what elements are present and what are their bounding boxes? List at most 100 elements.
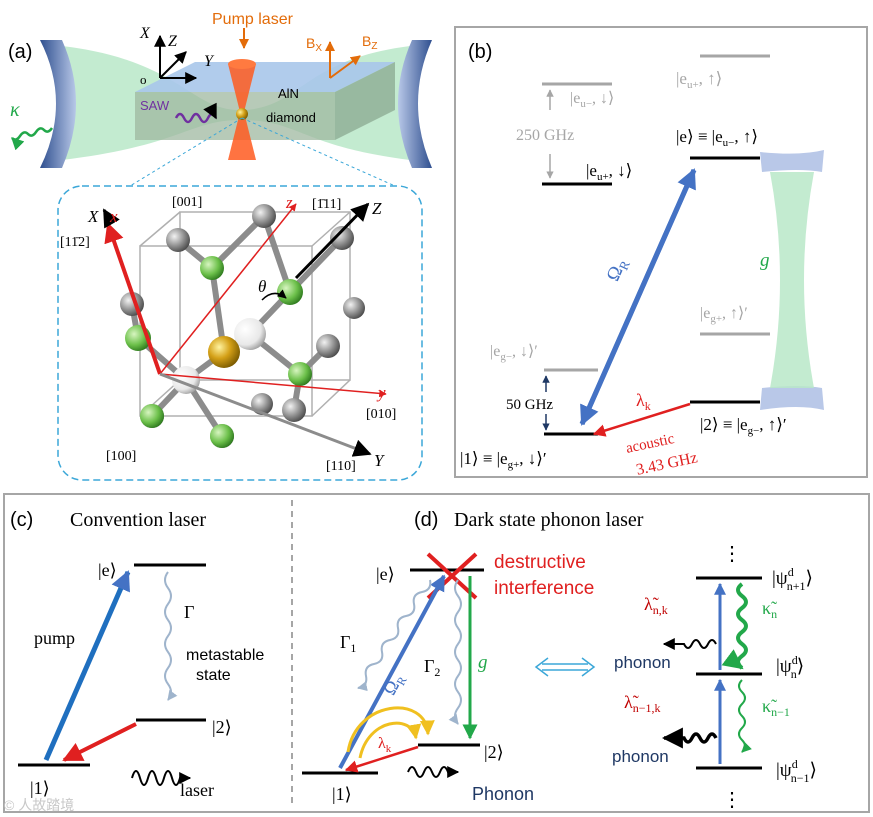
axis-x-label: X bbox=[139, 25, 151, 42]
diamond-slab-side bbox=[335, 62, 395, 140]
bz-arrow bbox=[329, 55, 361, 79]
saw-wave bbox=[174, 102, 218, 124]
d-kappa-nm1-label: κ̃n−1 bbox=[762, 696, 790, 719]
d-kappa-nm1-decay bbox=[738, 679, 752, 753]
d-phonon-2-label: phonon bbox=[612, 747, 669, 766]
crystal-x-arrow bbox=[104, 222, 162, 375]
kappa-label: κ bbox=[10, 99, 20, 121]
panel-b: (b) 250 GHz 50 GHz g ΩR λk acoustic 3.43 bbox=[454, 26, 868, 479]
label-e: |e⟩ ≡ |eu−, ↑⟩ bbox=[676, 127, 758, 149]
crystal-z-arrow bbox=[159, 203, 297, 375]
c-pump-label: pump bbox=[34, 628, 75, 648]
freq-label: 3.43 GHz bbox=[635, 449, 699, 479]
c-label-e: |e⟩ bbox=[98, 560, 117, 580]
d-destructive-1: destructive bbox=[494, 552, 586, 573]
d-destructive-2: interference bbox=[494, 578, 594, 599]
d-kappa-n-decay bbox=[721, 582, 748, 670]
theta-arc bbox=[261, 289, 287, 301]
crystal-z-label: z bbox=[285, 193, 293, 212]
d-label-2: |2⟩ bbox=[484, 742, 504, 762]
d-gamma1-label: Γ1 bbox=[340, 632, 356, 655]
panel-d-label: (d) bbox=[414, 509, 438, 531]
panel-cd-frame bbox=[3, 493, 870, 813]
crystal-x-label: x bbox=[109, 207, 118, 226]
gap-250-label: 250 GHz bbox=[516, 127, 574, 144]
panel-c-title: Convention laser bbox=[70, 509, 206, 531]
crystal-y-label: y bbox=[376, 383, 386, 402]
d-equiv-arrowhead-left bbox=[534, 657, 549, 677]
d-omega-r-arrow bbox=[338, 574, 446, 769]
diamond-slab-front bbox=[135, 92, 335, 140]
d-phonon-1-label: phonon bbox=[614, 653, 671, 672]
dir-010: [010] bbox=[366, 407, 396, 422]
left-mirror bbox=[40, 40, 76, 168]
d-vdots-top: ⋮ bbox=[722, 543, 742, 565]
panel-a-label: (a) bbox=[8, 41, 32, 63]
d-lt-nm1k-label: λ̃n−1,k bbox=[624, 692, 661, 715]
d-interference-loop-1 bbox=[346, 706, 435, 753]
zoom-line-left bbox=[129, 117, 243, 187]
panel-d-title: Dark state phonon laser bbox=[454, 509, 644, 531]
axis-y-label: Y bbox=[204, 53, 215, 70]
c-metastable-2: state bbox=[196, 667, 231, 684]
d-label-e: |e⟩ bbox=[376, 564, 395, 584]
crystal-y-arrow bbox=[159, 373, 387, 398]
d-vdots-bottom: ⋮ bbox=[722, 789, 742, 811]
d-phonon-emit-1 bbox=[662, 638, 717, 650]
panel-c: (c) Convention laser |e⟩ |2⟩ |1⟩ pump Γ … bbox=[10, 509, 264, 800]
label-eu-plus-down: |eu+, ↓⟩ bbox=[586, 161, 632, 183]
label-state-1: |1⟩ ≡ |eg+, ↓⟩′ bbox=[460, 449, 547, 471]
aln-label: AlN bbox=[278, 86, 299, 101]
crystal-atoms bbox=[120, 204, 365, 448]
c-metastable-1: metastable bbox=[186, 647, 264, 664]
d-g-label: g bbox=[478, 652, 488, 673]
d-kappa-n-label: κ̃n bbox=[762, 598, 777, 621]
crystal-Z-label: Z bbox=[372, 199, 382, 218]
crystal-Y-label: Y bbox=[374, 451, 385, 470]
c-gamma-decay bbox=[164, 571, 178, 701]
crystal-inset-box bbox=[57, 185, 423, 481]
d-interference-loop-2 bbox=[358, 721, 422, 759]
dir-110: [110] bbox=[326, 459, 356, 474]
d-label-1: |1⟩ bbox=[332, 784, 352, 804]
panel-b-frame bbox=[454, 26, 868, 478]
label-eu-minus-down: |eu−, ↓⟩ bbox=[570, 90, 614, 110]
axis-z-arrow bbox=[159, 51, 187, 79]
panel-c-label: (c) bbox=[10, 509, 33, 531]
crystal-Z-arrow bbox=[294, 202, 370, 280]
theta-label: θ bbox=[258, 277, 266, 296]
dir-001: [001] bbox=[172, 195, 202, 210]
d-lt-nk-label: λ̃n,k bbox=[644, 594, 668, 617]
panel-a: (a) Pump laser X Y Z o BX BZ κ bbox=[8, 11, 432, 481]
dir-112: [11̄2] bbox=[60, 235, 90, 250]
d-omega-r-label: ΩR bbox=[379, 670, 409, 700]
pump-laser-top bbox=[228, 59, 256, 69]
bz-label: BZ bbox=[362, 33, 377, 52]
watermark: © 人故踏境 bbox=[4, 797, 74, 813]
c-label-2: |2⟩ bbox=[212, 717, 232, 737]
crystal-Y-arrow bbox=[159, 372, 372, 457]
cavity-mode bbox=[770, 172, 814, 388]
c-label-1: |1⟩ bbox=[30, 778, 50, 798]
cavity-mirror-top bbox=[760, 150, 824, 172]
diamond-label: diamond bbox=[266, 110, 316, 125]
bx-label: BX bbox=[306, 35, 322, 54]
panel-b-label: (b) bbox=[468, 41, 492, 63]
lambda-k-arrow bbox=[592, 402, 691, 437]
coupling-g: g bbox=[760, 250, 770, 271]
d-lambda-k-label: λk bbox=[378, 735, 392, 755]
lambda-k-label: λk bbox=[636, 390, 651, 413]
label-eg-plus-up: |eg+, ↑⟩′ bbox=[700, 305, 748, 325]
right-mirror bbox=[398, 40, 432, 168]
crystal-X-label: X bbox=[87, 207, 99, 226]
c-gamma-label: Γ bbox=[184, 602, 194, 622]
d-phonon-emit-2 bbox=[661, 727, 718, 749]
gap-50-label: 50 GHz bbox=[506, 397, 553, 413]
zoom-line-right bbox=[241, 117, 396, 187]
c-laser-wave bbox=[131, 770, 192, 786]
d-gamma2-decay bbox=[448, 579, 462, 725]
panel-d: (d) Dark state phonon laser |e⟩ |2⟩ |1⟩ … bbox=[302, 509, 817, 811]
